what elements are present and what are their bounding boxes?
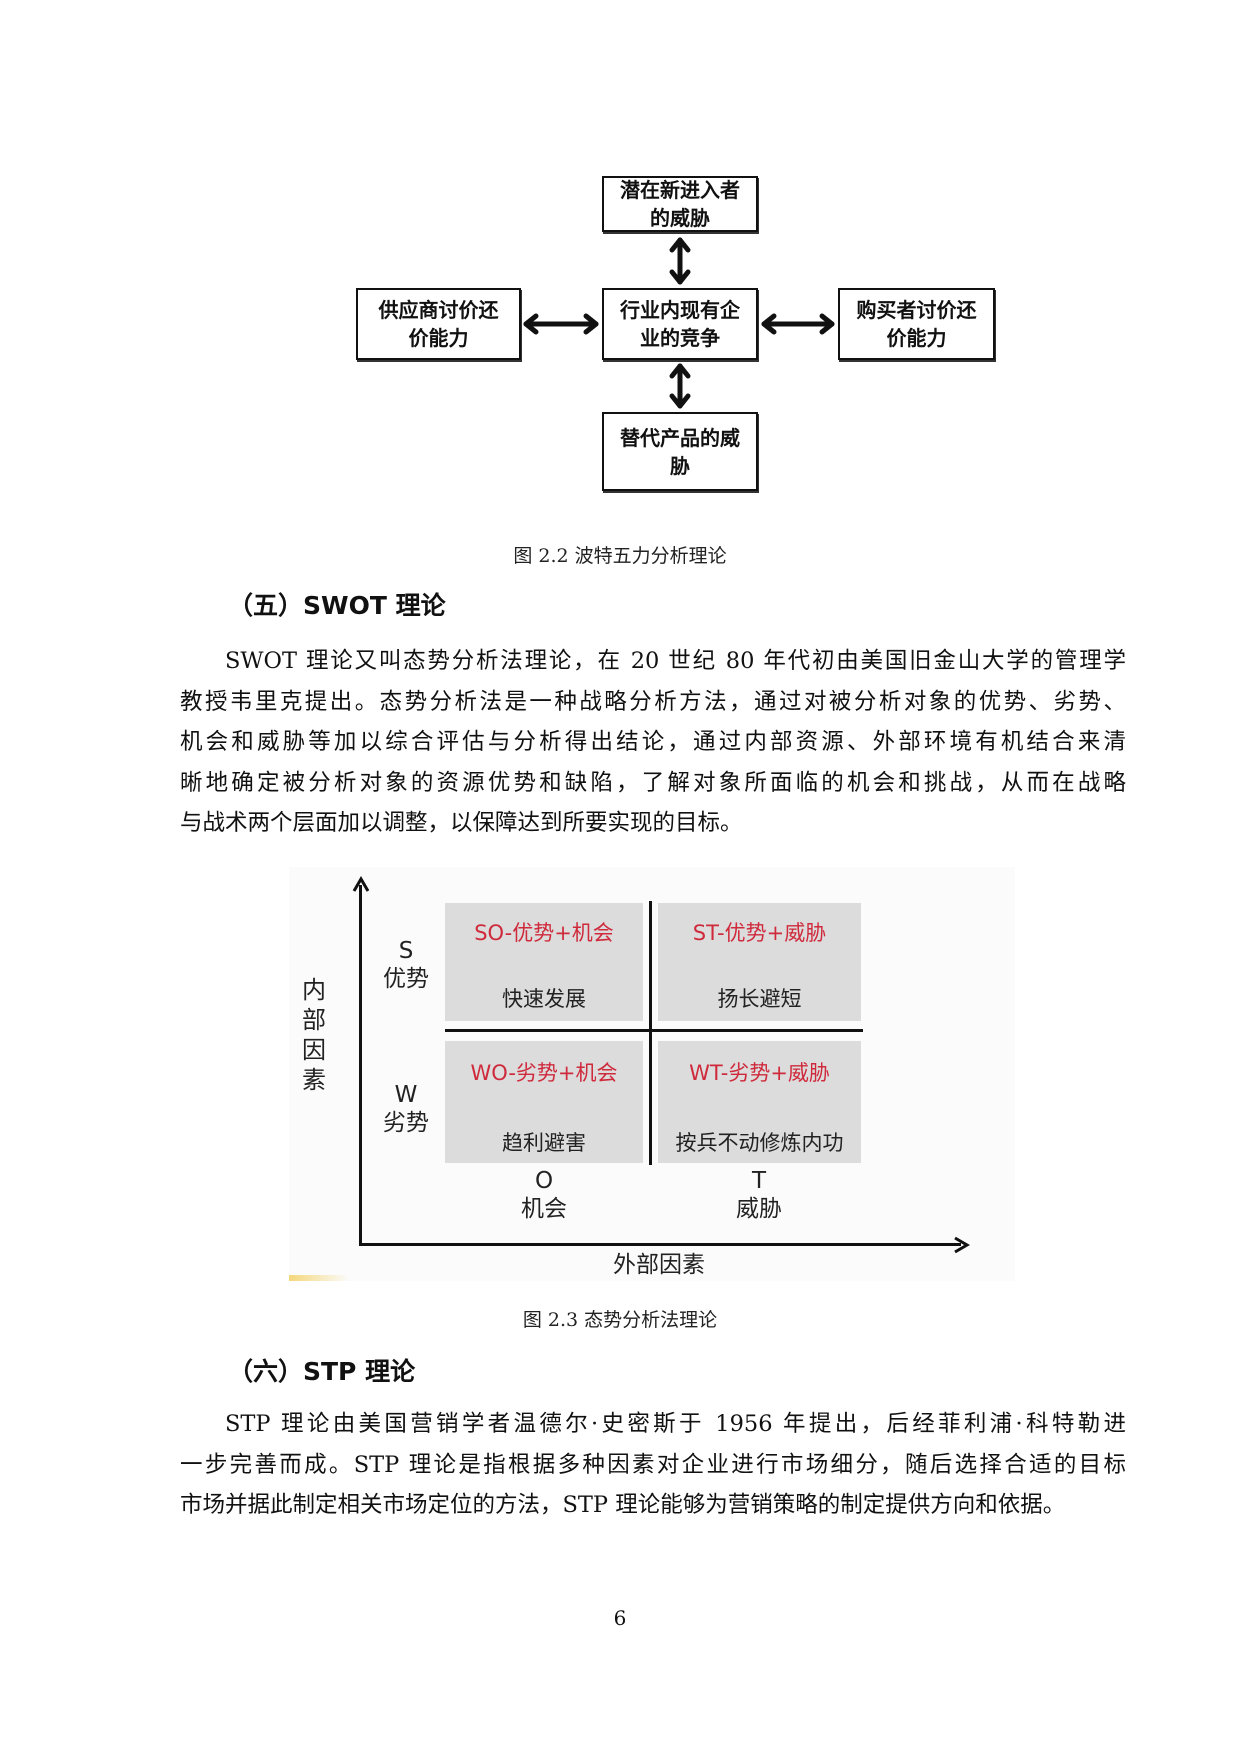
- y-axis-label-char: 素: [302, 1066, 326, 1094]
- col-label-name: 威胁: [736, 1196, 782, 1222]
- box-industry-rivalry: 行业内现有企 业的竞争: [602, 288, 758, 360]
- quadrant-title: WO-劣势+机会: [470, 1061, 618, 1085]
- box-text: 业的竞争: [640, 326, 720, 350]
- y-axis-label-char: 因: [302, 1036, 326, 1064]
- col-label-threats: T 威胁: [719, 1167, 799, 1223]
- page-number: 6: [613, 1606, 627, 1630]
- row-label-weaknesses: W 劣势: [371, 1081, 441, 1137]
- box-text: 价能力: [886, 326, 947, 350]
- scan-artifact: [289, 1275, 349, 1281]
- quadrant-desc: 按兵不动修炼内功: [675, 1131, 844, 1155]
- paragraph-line: 教授韦里克提出。态势分析法是一种战略分析方法，通过对被分析对象的优势、劣势、: [180, 688, 1126, 715]
- quadrant-title: SO-优势+机会: [474, 921, 614, 945]
- quadrant-desc: 快速发展: [502, 987, 586, 1011]
- section-heading: （五）SWOT 理论: [228, 591, 446, 620]
- paragraph-line: 市场并据此制定相关市场定位的方法，STP 理论能够为营销策略的制定提供方向和依据…: [180, 1492, 1066, 1518]
- box-text: 替代产品的威: [620, 425, 740, 450]
- box-text: 行业内现有企: [620, 298, 740, 322]
- col-label-letter: T: [751, 1168, 767, 1194]
- col-label-name: 机会: [521, 1196, 567, 1222]
- y-axis-label-char: 内: [302, 976, 326, 1004]
- box-text: 购买者讨价还: [856, 298, 977, 322]
- arrow-up-icon: [352, 876, 370, 892]
- quadrant-title: ST-优势+威胁: [692, 921, 827, 945]
- paragraph-line: 晰地确定被分析对象的资源优势和缺陷，了解对象所面临的机会和挑战，从而在战略: [180, 769, 1126, 796]
- box-text: 供应商讨价还: [378, 298, 499, 322]
- quadrant-title: WT-劣势+威胁: [689, 1061, 830, 1085]
- quadrant-st: ST-优势+威胁 扬长避短: [658, 903, 861, 1021]
- paragraph-line: 机会和威胁等加以综合评估与分析得出结论，通过内部资源、外部环境有机结合来清: [180, 729, 1126, 755]
- quadrant-wo: WO-劣势+机会 趋利避害: [445, 1041, 643, 1163]
- box-substitutes: 替代产品的威 胁: [602, 412, 758, 491]
- paragraph-line: STP 理论由美国营销学者温德尔·史密斯于 1956 年提出，后经菲利浦·科特勒…: [225, 1411, 1126, 1437]
- col-label-letter: O: [534, 1168, 554, 1194]
- quadrant-desc: 趋利避害: [502, 1131, 586, 1155]
- row-label-letter: W: [394, 1082, 418, 1108]
- quadrant-divider-vertical: [649, 901, 652, 1165]
- row-label-name: 优势: [383, 966, 429, 992]
- quadrant-desc: 扬长避短: [717, 987, 802, 1011]
- box-buyer-power: 购买者讨价还 价能力: [838, 288, 995, 360]
- paragraph-line: 与战术两个层面加以调整，以保障达到所要实现的目标。: [180, 810, 743, 836]
- row-label-letter: S: [398, 938, 414, 964]
- section-heading: （六）STP 理论: [228, 1357, 416, 1386]
- paragraph-line: SWOT 理论又叫态势分析法理论，在 20 世纪 80 年代初由美国旧金山大学的…: [225, 648, 1126, 674]
- col-label-opportunities: O 机会: [504, 1167, 584, 1223]
- box-text: 潜在新进入者: [620, 178, 740, 202]
- quadrant-so: SO-优势+机会 快速发展: [445, 903, 643, 1021]
- box-supplier-power: 供应商讨价还 价能力: [356, 288, 521, 360]
- swot-matrix-figure: 内 部 因 素 S 优势 W 劣势 SO-优势+机会 快速发展 ST-优势+威胁…: [289, 867, 1015, 1281]
- quadrant-divider-horizontal: [445, 1029, 863, 1032]
- y-axis: [359, 885, 362, 1246]
- double-arrow-icon: [523, 237, 835, 409]
- figure-caption: 图 2.3 态势分析法理论: [522, 1309, 718, 1331]
- x-axis-label: 外部因素: [613, 1252, 705, 1278]
- arrow-right-icon: [954, 1236, 970, 1254]
- body-paragraph: STP 理论由美国营销学者温德尔·史密斯于 1956 年提出，后经菲利浦·科特勒…: [180, 1404, 1126, 1526]
- y-axis-label-char: 部: [302, 1006, 326, 1034]
- x-axis: [359, 1243, 961, 1246]
- paragraph-line: 一步完善而成。STP 理论是指根据多种因素对企业进行市场细分，随后选择合适的目标: [180, 1451, 1126, 1478]
- box-text: 的威胁: [650, 206, 710, 230]
- figure-caption: 图 2.2 波特五力分析理论: [513, 545, 727, 567]
- box-text: 价能力: [408, 326, 469, 350]
- row-label-strengths: S 优势: [371, 937, 441, 993]
- box-potential-entrants: 潜在新进入者 的威胁: [602, 176, 758, 232]
- quadrant-wt: WT-劣势+威胁 按兵不动修炼内功: [658, 1041, 861, 1163]
- body-paragraph: SWOT 理论又叫态势分析法理论，在 20 世纪 80 年代初由美国旧金山大学的…: [180, 641, 1126, 844]
- y-axis-label: 内 部 因 素: [299, 975, 329, 1095]
- row-label-name: 劣势: [383, 1110, 429, 1136]
- box-text: 胁: [670, 453, 690, 478]
